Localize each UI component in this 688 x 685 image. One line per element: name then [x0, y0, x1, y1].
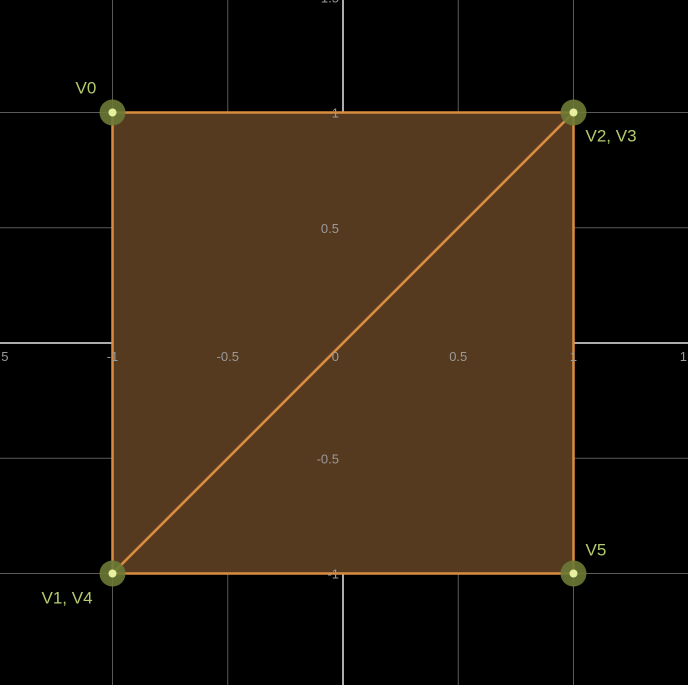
vertex-v0-label: V0 — [76, 79, 97, 98]
y-tick-label: 1.5 — [321, 0, 339, 5]
y-tick-label: 1 — [332, 106, 339, 121]
triangle-edge-1 — [111, 111, 575, 575]
x-tick-label: -0.5 — [217, 349, 239, 364]
triangle-mesh — [111, 111, 575, 575]
vertex-v2-label: V2, V3 — [586, 127, 637, 146]
x-tick-label: 1.5 — [680, 349, 688, 364]
x-tick-label: -1.5 — [0, 349, 8, 364]
vertex-v2-point — [569, 108, 578, 117]
y-tick-label: -0.5 — [317, 451, 339, 466]
x-tick-label: 1 — [570, 349, 577, 364]
origin-tick-label: 0 — [332, 349, 339, 364]
y-tick-label: 0.5 — [321, 221, 339, 236]
vertex-v0-point — [108, 108, 117, 117]
x-tick-label: 0.5 — [449, 349, 467, 364]
y-tick-label: -1.5 — [317, 682, 339, 685]
vertex-v5-point — [569, 569, 578, 578]
vertex-v1-label: V1, V4 — [42, 589, 93, 608]
vertex-v5-label: V5 — [586, 541, 607, 560]
y-tick-label: -1 — [327, 567, 339, 582]
x-tick-label: -1 — [107, 349, 119, 364]
vertex-v1-point — [108, 569, 117, 578]
